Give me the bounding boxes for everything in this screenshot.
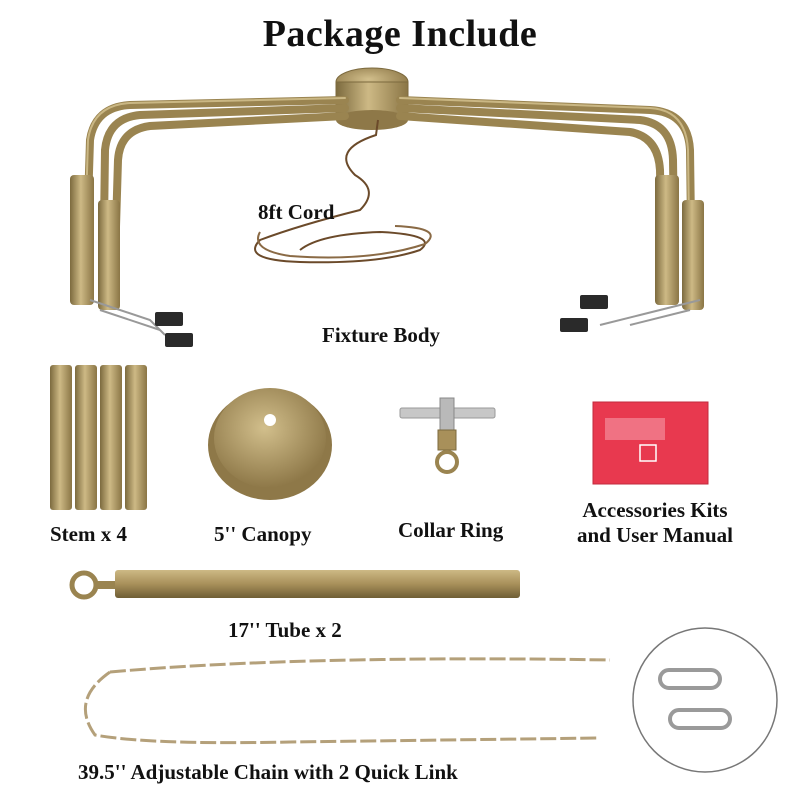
stem-label: Stem x 4 <box>50 522 127 546</box>
quick-link-inset <box>632 627 778 773</box>
chain-image <box>83 657 611 745</box>
accessories-label-line1: Accessories Kits <box>582 498 728 522</box>
collar-ring-label: Collar Ring <box>398 518 504 542</box>
canopy-label: 5'' Canopy <box>214 522 312 546</box>
canopy-image <box>208 388 332 500</box>
accessories-label-line2: and User Manual <box>577 523 733 547</box>
collar-ring-image <box>399 397 496 474</box>
accessories-label: Accessories Kits and User Manual <box>555 498 755 548</box>
cord-label: 8ft Cord <box>258 200 335 224</box>
tube-label: 17'' Tube x 2 <box>228 618 342 642</box>
fixture-body-label: Fixture Body <box>322 323 441 347</box>
accessories-bag-image <box>592 401 709 485</box>
chain-label: 39.5'' Adjustable Chain with 2 Quick Lin… <box>78 760 458 784</box>
tube-image <box>69 570 520 600</box>
stems-image <box>50 365 147 510</box>
fixture-body-image <box>70 67 704 347</box>
page-title: Package Include <box>262 13 538 55</box>
